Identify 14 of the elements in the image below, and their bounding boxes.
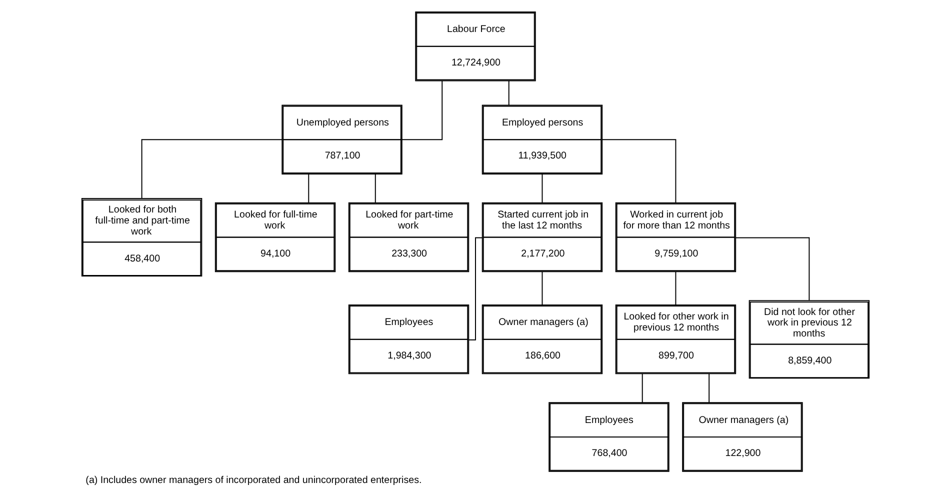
connector — [141, 139, 282, 199]
connector — [542, 271, 543, 306]
connector — [542, 174, 543, 204]
connector — [508, 80, 510, 106]
caption: (a) Includes owner managers of incorporated and unincorporated enterprises. — [86, 475, 422, 486]
connector — [468, 237, 483, 340]
connector — [374, 174, 376, 204]
connector — [735, 237, 810, 301]
connector — [708, 373, 710, 404]
connector — [308, 174, 310, 204]
connector — [642, 373, 643, 404]
connector — [402, 80, 443, 140]
connector — [602, 139, 676, 204]
connector — [675, 271, 676, 306]
